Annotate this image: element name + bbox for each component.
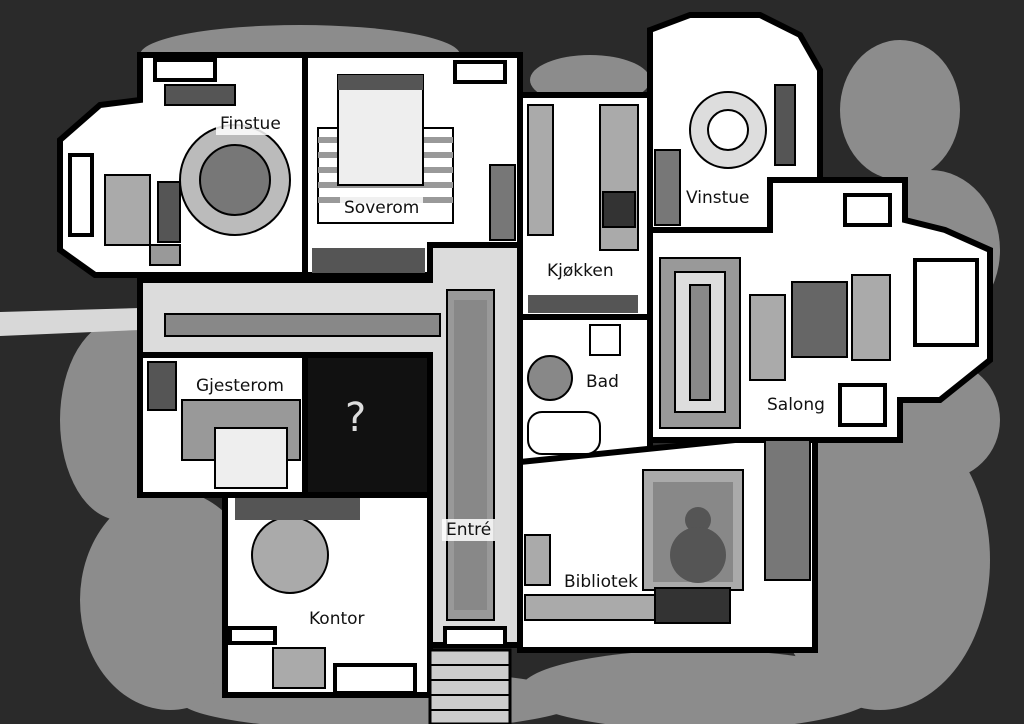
salong-furniture <box>659 257 891 429</box>
bad-furniture <box>527 324 621 455</box>
kontor-furniture <box>235 498 417 695</box>
gjesterom-furniture <box>147 361 301 489</box>
label-gjesterom[interactable]: Gjesterom <box>192 375 288 397</box>
label-bad[interactable]: Bad <box>582 371 623 393</box>
label-bibliotek[interactable]: Bibliotek <box>560 571 642 593</box>
label-salong[interactable]: Salong <box>763 394 829 416</box>
label-finstue[interactable]: Finstue <box>216 113 285 135</box>
label-vinstue[interactable]: Vinstue <box>682 187 754 209</box>
room-locked[interactable] <box>302 352 433 498</box>
label-soverom[interactable]: Soverom <box>340 197 424 219</box>
label-kontor[interactable]: Kontor <box>305 608 369 630</box>
windows <box>68 58 979 648</box>
finstue-furniture <box>104 84 291 266</box>
room-kontor[interactable] <box>222 492 433 698</box>
label-locked-room[interactable]: ? <box>345 395 367 441</box>
bibliotek-furniture <box>524 439 811 624</box>
front-steps <box>428 648 512 724</box>
hall-furniture <box>164 289 495 621</box>
label-entre[interactable]: Entré <box>442 519 496 541</box>
label-kjokken[interactable]: Kjøkken <box>543 260 618 282</box>
garden-path <box>0 308 140 336</box>
vinstue-furniture <box>654 84 796 226</box>
kjokken-furniture <box>527 104 639 313</box>
